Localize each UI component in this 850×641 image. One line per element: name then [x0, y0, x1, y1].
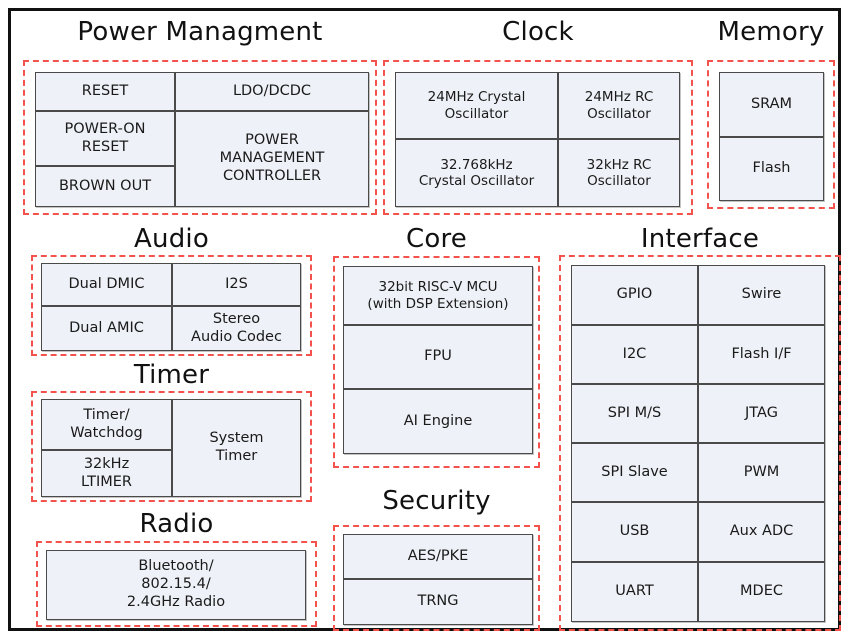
block-mdec: MDEC	[698, 562, 825, 622]
group-boundary-timer: Timer/ Watchdog 32kHz LTIMER System Time…	[31, 391, 312, 502]
block-sram: SRAM	[719, 72, 824, 137]
group-title-clock: Clock	[502, 17, 574, 47]
group-security: Security AES/PKE TRNG	[333, 488, 540, 631]
block-fpu: FPU	[343, 325, 533, 389]
group-boundary-memory: SRAM Flash	[707, 60, 835, 209]
group-boundary-audio: Dual DMIC I2S Dual AMIC Stereo Audio Cod…	[31, 255, 312, 356]
group-boundary-interface: GPIO Swire I2C Flash I/F SPI M/S JTAG SP…	[559, 255, 841, 631]
block-aes-pke: AES/PKE	[343, 534, 533, 579]
block-24mhz-rc-oscillator: 24MHz RC Oscillator	[558, 72, 680, 139]
block-uart: UART	[571, 562, 698, 622]
block-32bit-riscv-mcu: 32bit RISC-V MCU (with DSP Extension)	[343, 266, 533, 325]
block-i2s: I2S	[172, 263, 301, 306]
group-title-audio: Audio	[134, 224, 209, 254]
block-32768khz-crystal-oscillator: 32.768kHz Crystal Oscillator	[395, 139, 558, 207]
block-spi-ms: SPI M/S	[571, 384, 698, 443]
block-gpio: GPIO	[571, 265, 698, 325]
group-power-management: Power Managment RESET POWER-ON RESET BRO…	[23, 19, 377, 223]
block-pwm: PWM	[698, 443, 825, 502]
chip-outer-frame: Power Managment RESET POWER-ON RESET BRO…	[8, 8, 841, 631]
group-title-radio: Radio	[139, 509, 214, 539]
block-usb: USB	[571, 502, 698, 562]
group-core: Core 32bit RISC-V MCU (with DSP Extensio…	[333, 226, 540, 468]
block-stereo-audio-codec: Stereo Audio Codec	[172, 306, 301, 351]
block-i2c: I2C	[571, 325, 698, 384]
group-title-interface: Interface	[640, 224, 760, 254]
block-aux-adc: Aux ADC	[698, 502, 825, 562]
block-bluetooth-802154-24ghz-radio: Bluetooth/ 802.15.4/ 2.4GHz Radio	[46, 550, 306, 620]
block-jtag: JTAG	[698, 384, 825, 443]
group-title-power-management: Power Managment	[77, 17, 323, 47]
block-brown-out: BROWN OUT	[35, 166, 175, 207]
group-boundary-clock: 24MHz Crystal Oscillator 24MHz RC Oscill…	[383, 60, 693, 215]
group-radio: Radio Bluetooth/ 802.15.4/ 2.4GHz Radio	[36, 511, 317, 631]
block-timer-watchdog: Timer/ Watchdog	[41, 399, 172, 450]
group-interface: Interface GPIO Swire I2C Flash I/F SPI M…	[559, 226, 841, 631]
block-trng: TRNG	[343, 579, 533, 625]
group-boundary-security: AES/PKE TRNG	[333, 525, 540, 631]
block-flash-if: Flash I/F	[698, 325, 825, 384]
block-32khz-ltimer: 32kHz LTIMER	[41, 450, 172, 497]
group-timer: Timer Timer/ Watchdog 32kHz LTIMER Syste…	[31, 362, 312, 502]
block-dual-amic: Dual AMIC	[41, 306, 172, 351]
group-boundary-radio: Bluetooth/ 802.15.4/ 2.4GHz Radio	[36, 541, 317, 627]
group-memory: Memory SRAM Flash	[707, 19, 835, 219]
block-32khz-rc-oscillator: 32kHz RC Oscillator	[558, 139, 680, 207]
group-audio: Audio Dual DMIC I2S Dual AMIC Stereo Aud…	[31, 226, 312, 356]
group-title-security: Security	[382, 486, 491, 516]
block-swire: Swire	[698, 265, 825, 325]
group-title-memory: Memory	[717, 17, 825, 47]
block-power-management-controller: POWER MANAGEMENT CONTROLLER	[175, 111, 369, 207]
block-dual-dmic: Dual DMIC	[41, 263, 172, 306]
block-system-timer: System Timer	[172, 399, 301, 497]
block-ai-engine: AI Engine	[343, 389, 533, 454]
block-flash: Flash	[719, 137, 824, 201]
group-clock: Clock 24MHz Crystal Oscillator 24MHz RC …	[383, 19, 693, 223]
block-reset: RESET	[35, 72, 175, 111]
group-boundary-core: 32bit RISC-V MCU (with DSP Extension) FP…	[333, 256, 540, 468]
group-boundary-power-management: RESET POWER-ON RESET BROWN OUT LDO/DCDC …	[23, 60, 377, 215]
block-ldo-dcdc: LDO/DCDC	[175, 72, 369, 111]
block-spi-slave: SPI Slave	[571, 443, 698, 502]
block-power-on-reset: POWER-ON RESET	[35, 111, 175, 166]
block-24mhz-crystal-oscillator: 24MHz Crystal Oscillator	[395, 72, 558, 139]
group-title-core: Core	[406, 224, 467, 254]
group-title-timer: Timer	[133, 360, 210, 390]
